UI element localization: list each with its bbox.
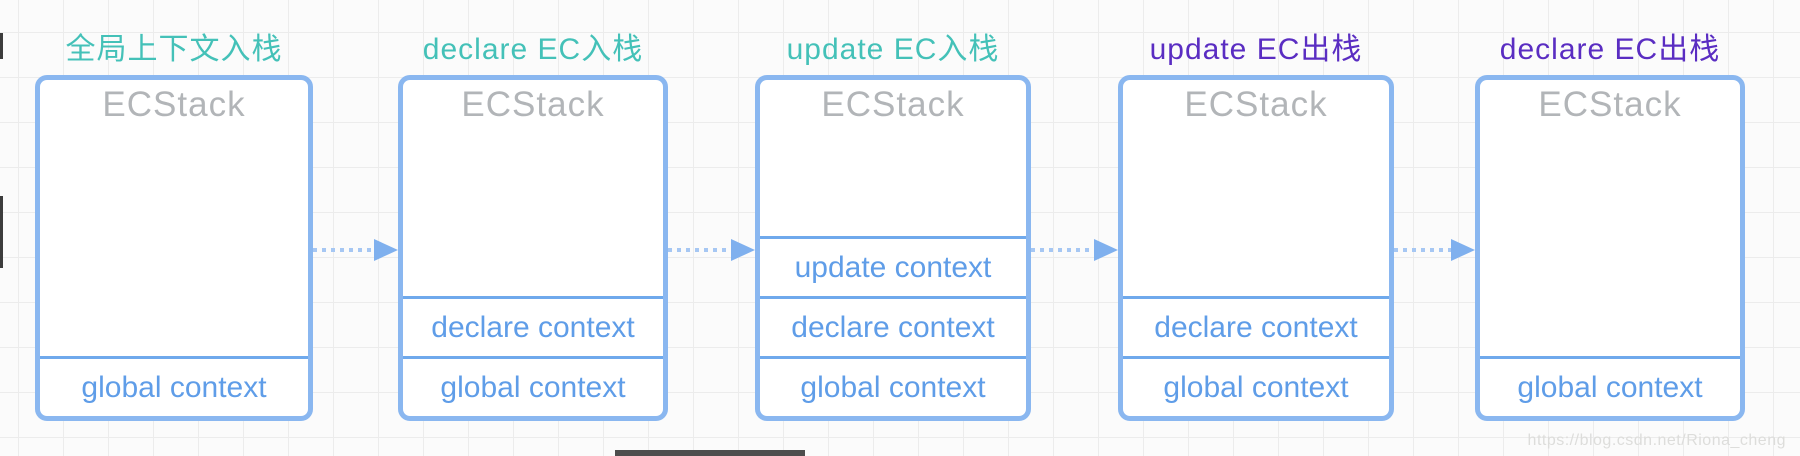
stage-title: update EC出栈 bbox=[1149, 33, 1363, 66]
arrow-dotted-line bbox=[313, 248, 374, 252]
context-row-global: global context bbox=[1123, 356, 1389, 416]
screen-edge-artifact bbox=[615, 450, 805, 456]
stage-title: update EC入栈 bbox=[786, 33, 1000, 66]
stage-panel-declare-push: declare EC入栈 ECStack declare context glo… bbox=[398, 0, 668, 456]
stack-empty-space bbox=[760, 125, 1026, 236]
context-row-declare: declare context bbox=[1123, 296, 1389, 356]
arrow-dotted-line bbox=[1031, 248, 1094, 252]
stage-panel-update-push: update EC入栈 ECStack update context decla… bbox=[755, 0, 1031, 456]
context-row-global: global context bbox=[403, 356, 663, 416]
screen-edge-artifact bbox=[0, 196, 3, 268]
ecstack-label: ECStack bbox=[461, 85, 605, 124]
context-row-declare: declare context bbox=[403, 296, 663, 356]
arrow-head-icon bbox=[1451, 239, 1475, 261]
ecstack-label: ECStack bbox=[1538, 85, 1682, 124]
stage-panel-update-pop: update EC出栈 ECStack declare context glob… bbox=[1118, 0, 1394, 456]
stack-empty-space bbox=[1123, 125, 1389, 296]
context-row-global: global context bbox=[1480, 356, 1740, 416]
ecstack-box: ECStack declare context global context bbox=[398, 75, 668, 421]
stage-title: declare EC出栈 bbox=[1499, 33, 1721, 66]
stack-empty-space bbox=[403, 125, 663, 296]
screen-edge-artifact bbox=[0, 33, 3, 59]
arrow-head-icon bbox=[374, 239, 398, 261]
stage-panel-declare-pop: declare EC出栈 ECStack global context bbox=[1475, 0, 1745, 456]
flow-arrow bbox=[313, 239, 398, 261]
arrow-head-icon bbox=[731, 239, 755, 261]
context-row-global: global context bbox=[40, 356, 308, 416]
stack-empty-space bbox=[40, 125, 308, 356]
ecstack-label: ECStack bbox=[821, 85, 965, 124]
stage-title: declare EC入栈 bbox=[422, 33, 644, 66]
context-row-update: update context bbox=[760, 236, 1026, 296]
arrow-head-icon bbox=[1094, 239, 1118, 261]
flow-arrow bbox=[1394, 239, 1475, 261]
flow-arrow bbox=[1031, 239, 1118, 261]
ecstack-box: ECStack declare context global context bbox=[1118, 75, 1394, 421]
stack-empty-space bbox=[1480, 125, 1740, 356]
arrow-dotted-line bbox=[1394, 248, 1451, 252]
ecstack-box: ECStack global context bbox=[35, 75, 313, 421]
ecstack-label: ECStack bbox=[1184, 85, 1328, 124]
watermark-url: https://blog.csdn.net/Riona_cheng bbox=[1527, 432, 1786, 449]
stage-panel-global-push: 全局上下文入栈 ECStack global context bbox=[35, 0, 313, 456]
context-row-global: global context bbox=[760, 356, 1026, 416]
flow-arrow bbox=[668, 239, 755, 261]
ecstack-label: ECStack bbox=[102, 85, 246, 124]
context-row-declare: declare context bbox=[760, 296, 1026, 356]
ecstack-box: ECStack global context bbox=[1475, 75, 1745, 421]
stage-title: 全局上下文入栈 bbox=[65, 33, 283, 66]
ecstack-box: ECStack update context declare context g… bbox=[755, 75, 1031, 421]
arrow-dotted-line bbox=[668, 248, 731, 252]
